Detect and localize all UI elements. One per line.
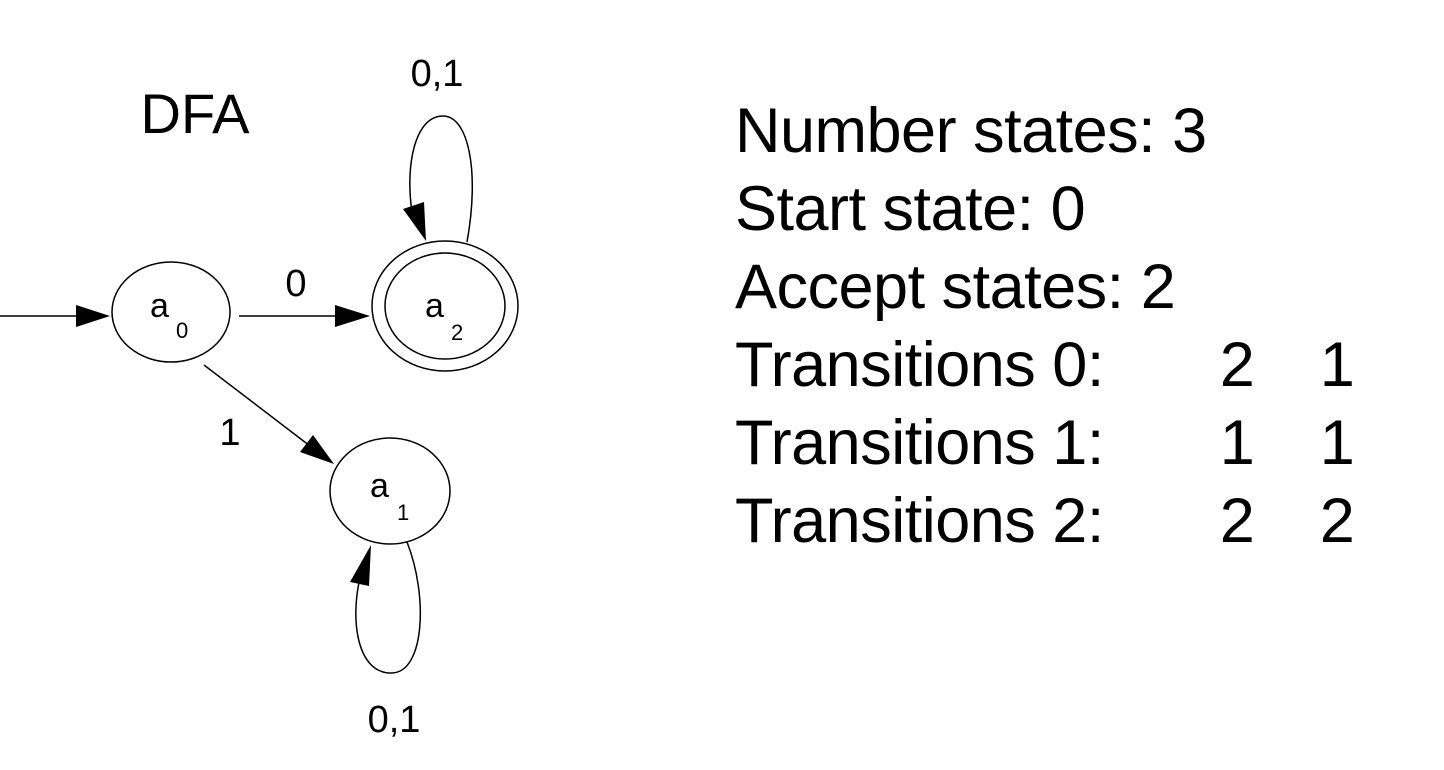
transitions-label: Transitions 0:	[735, 330, 1104, 400]
state-a0-subscript: 0	[176, 318, 188, 343]
edge-a0-to-a2	[239, 305, 370, 327]
state-a1: a 1	[329, 437, 451, 545]
state-a2-subscript: 2	[451, 320, 463, 345]
transition-value: 1	[1219, 408, 1255, 478]
state-a1-label: a	[370, 467, 389, 505]
start-arrow	[0, 305, 110, 327]
state-a1-subscript: 1	[397, 500, 409, 525]
transitions-row: Transitions 1: 1 1	[735, 404, 1425, 482]
transition-value: 2	[1219, 486, 1255, 556]
transitions-label: Transitions 1:	[735, 408, 1104, 478]
transition-value: 1	[1319, 408, 1355, 478]
transition-value: 1	[1319, 330, 1355, 400]
loop-label-a1: 0,1	[368, 699, 421, 741]
number-states-line: Number states: 3	[735, 96, 1207, 166]
state-a0-label: a	[150, 287, 169, 325]
transitions-row: Transitions 2: 2 2	[735, 482, 1425, 560]
loop-a2	[403, 115, 473, 243]
transitions-row: Transitions 0: 2 1	[735, 326, 1425, 404]
transition-value: 2	[1219, 330, 1255, 400]
edge-label-a0-to-a1: 1	[219, 412, 240, 454]
edge-a0-to-a1	[203, 364, 334, 464]
loop-a1	[350, 541, 421, 674]
transition-value: 2	[1319, 486, 1355, 556]
loop-label-a2: 0,1	[411, 53, 464, 95]
state-a0: a 0	[111, 261, 231, 363]
dfa-info-panel: Number states: 3 Start state: 0 Accept s…	[735, 92, 1425, 560]
edge-label-a0-to-a2: 0	[285, 263, 306, 305]
diagram-title: DFA	[141, 82, 251, 145]
accept-states-line: Accept states: 2	[735, 252, 1176, 322]
start-state-line: Start state: 0	[735, 174, 1086, 244]
transitions-label: Transitions 2:	[735, 486, 1104, 556]
state-a2-accept: a 2	[371, 240, 519, 372]
state-a2-label: a	[425, 287, 444, 325]
